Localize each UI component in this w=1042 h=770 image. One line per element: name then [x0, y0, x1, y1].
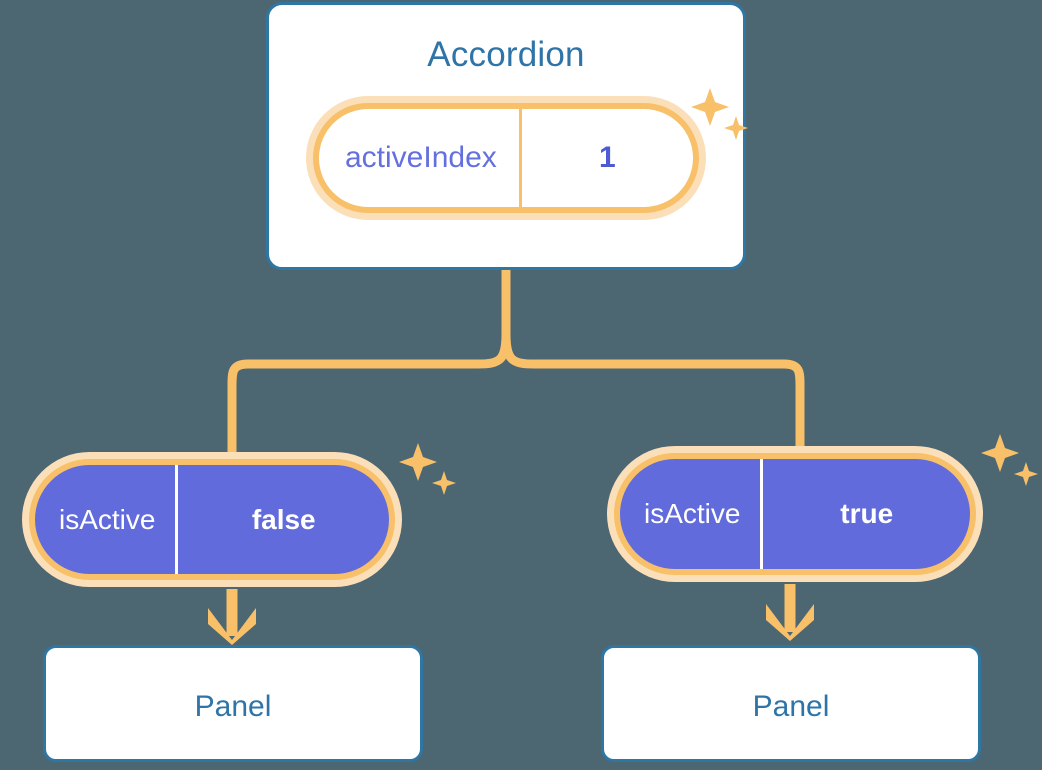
pill-ring: isActive false — [29, 459, 395, 580]
panel-component-card-left[interactable]: Panel — [43, 645, 423, 762]
state-pill-is-active-false[interactable]: isActive false — [22, 452, 402, 587]
sparkle-icon — [399, 443, 456, 495]
state-value-label: 1 — [518, 109, 693, 207]
state-value-label: true — [760, 459, 970, 569]
connector-branch-left — [227, 329, 511, 461]
state-key-label: isActive — [59, 503, 156, 535]
pill-body: isActive false — [35, 465, 389, 574]
page-title: Accordion — [427, 35, 585, 74]
state-pill-active-index[interactable]: activeIndex 1 — [306, 96, 706, 220]
state-value-label: false — [175, 465, 389, 574]
pill-body: activeIndex 1 — [319, 109, 693, 207]
panel-component-card-right[interactable]: Panel — [601, 645, 981, 762]
arrow-down-icon-left — [208, 589, 256, 645]
sparkle-icon — [981, 434, 1038, 486]
state-pill-is-active-true[interactable]: isActive true — [607, 446, 983, 582]
panel-title: Panel — [752, 690, 830, 723]
state-key-label: isActive — [644, 498, 741, 529]
pill-body: isActive true — [620, 459, 970, 569]
panel-title: Panel — [194, 690, 272, 723]
pill-ring: isActive true — [614, 453, 976, 575]
arrow-down-icon-right — [766, 584, 814, 641]
state-key-label: activeIndex — [345, 141, 497, 174]
pill-ring: activeIndex 1 — [313, 103, 699, 213]
connector-branch-right — [501, 329, 805, 457]
